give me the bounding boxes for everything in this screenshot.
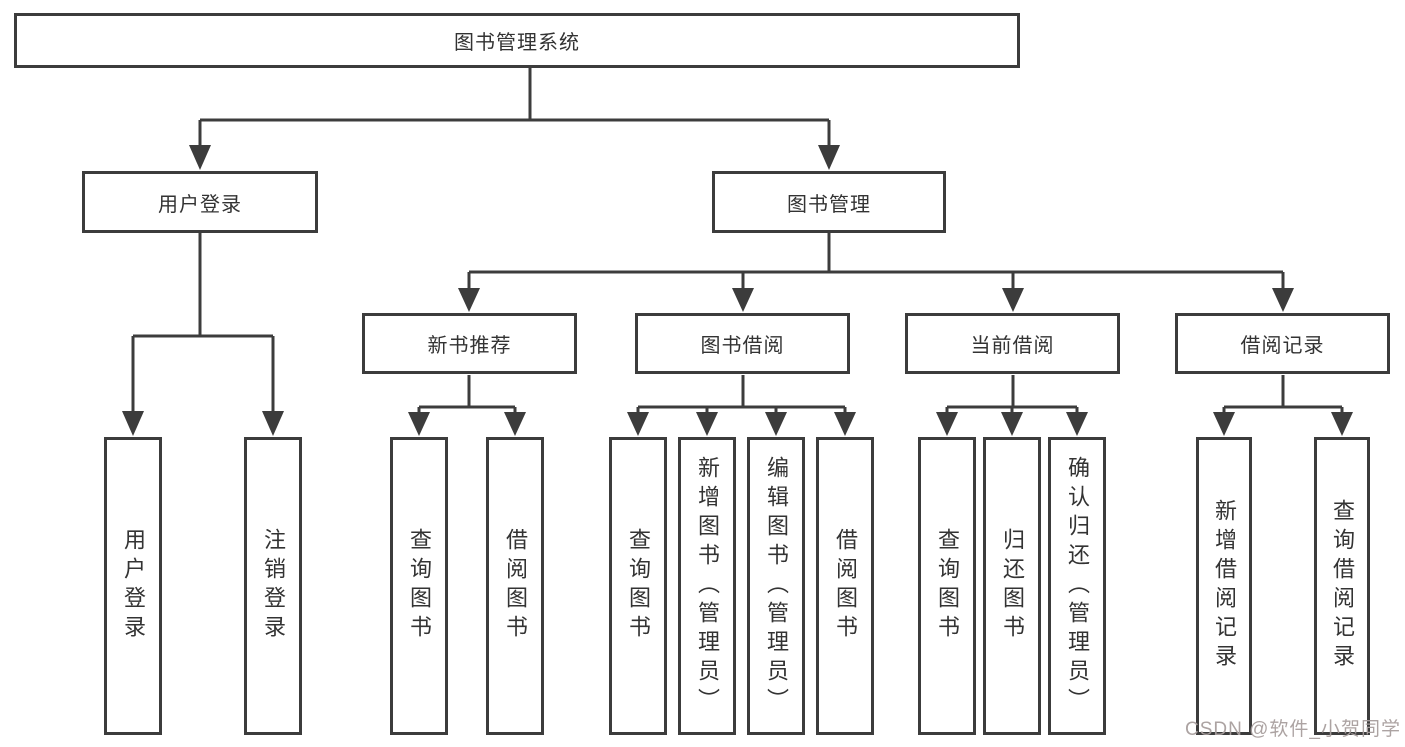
leaf-borrow-books-recommend: 借阅图书 — [486, 437, 544, 735]
leaf-query-books-current: 查询图书 — [918, 437, 976, 735]
connector-newbook — [417, 375, 517, 416]
node-label: 图书管理 — [787, 193, 871, 216]
leaf-label: 查询图书 — [626, 528, 651, 644]
node-label: 用户登录 — [158, 193, 242, 216]
node-user-login: 用户登录 — [82, 171, 318, 233]
leaf-label: 新增借阅记录 — [1212, 499, 1237, 673]
leaf-query-books-recommend: 查询图书 — [390, 437, 448, 735]
leaf-borrow-books: 借阅图书 — [816, 437, 874, 735]
leaf-label: 查询图书 — [935, 528, 960, 644]
leaf-label: 用户登录 — [121, 528, 146, 644]
leaf-confirm-return-admin: 确认归还（管理员） — [1048, 437, 1106, 735]
connector-currentborrow — [945, 375, 1079, 416]
leaf-label: 确认归还（管理员） — [1065, 455, 1090, 717]
node-book-management: 图书管理 — [712, 171, 946, 233]
leaf-label: 注销登录 — [261, 528, 286, 644]
node-label: 图书管理系统 — [454, 32, 580, 54]
leaf-label: 编辑图书（管理员） — [764, 455, 789, 717]
connector-bookborrow — [636, 375, 847, 416]
node-label: 当前借阅 — [970, 335, 1055, 357]
node-label: 图书借阅 — [700, 335, 785, 357]
leaf-user-login: 用户登录 — [104, 437, 162, 735]
connector-borrowrecord — [1222, 375, 1344, 416]
leaf-label: 查询图书 — [407, 528, 432, 644]
node-library-system: 图书管理系统 — [14, 13, 1020, 68]
connector-mgmt — [467, 233, 1285, 292]
leaf-label: 归还图书 — [1000, 528, 1025, 644]
node-label: 新书推荐 — [427, 335, 512, 357]
leaf-logout: 注销登录 — [244, 437, 302, 735]
watermark: CSDN @软件_小贺同学 — [1185, 719, 1401, 740]
leaf-label: 查询借阅记录 — [1330, 499, 1355, 673]
node-label: 借阅记录 — [1240, 335, 1325, 357]
leaf-edit-book-admin: 编辑图书（管理员） — [747, 437, 805, 735]
node-current-borrow: 当前借阅 — [905, 313, 1120, 374]
connector-root — [198, 68, 831, 150]
arrowheads — [122, 145, 1353, 436]
leaf-add-book-admin: 新增图书（管理员） — [678, 437, 736, 735]
leaf-label: 新增图书（管理员） — [695, 455, 720, 717]
leaf-add-borrow-record: 新增借阅记录 — [1196, 437, 1252, 735]
node-book-borrow: 图书借阅 — [635, 313, 850, 374]
leaf-query-borrow-record: 查询借阅记录 — [1314, 437, 1370, 735]
leaf-label: 借阅图书 — [833, 528, 858, 644]
node-borrow-records: 借阅记录 — [1175, 313, 1390, 374]
connector-login — [131, 233, 275, 414]
leaf-return-books: 归还图书 — [983, 437, 1041, 735]
node-new-book-recommend: 新书推荐 — [362, 313, 577, 374]
leaf-query-books-borrow: 查询图书 — [609, 437, 667, 735]
leaf-label: 借阅图书 — [503, 528, 528, 644]
